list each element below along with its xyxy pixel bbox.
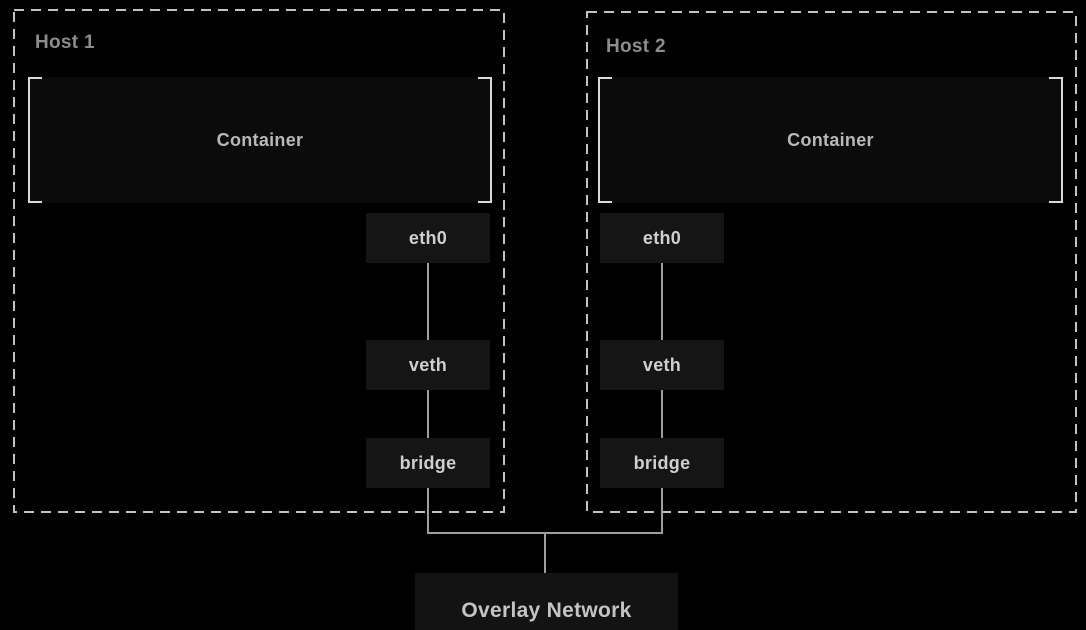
- host1-container-bracket-left: [28, 77, 42, 203]
- host2-frame: [586, 11, 1077, 513]
- overlay-network-box: Overlay Network: [415, 573, 678, 630]
- host2-node-veth: veth: [600, 340, 724, 390]
- host1-node-veth: veth: [366, 340, 490, 390]
- host1-frame: [13, 9, 505, 513]
- host1-container-label: Container: [216, 129, 304, 150]
- host1-container-bracket-right: [478, 77, 492, 203]
- host2-node-eth0: eth0: [600, 213, 724, 263]
- host1-node-bridge: bridge: [366, 438, 490, 488]
- host1-container-box: Container: [28, 77, 492, 203]
- overlay-network-label: Overlay Network: [461, 598, 632, 622]
- host2-node-bridge: bridge: [600, 438, 724, 488]
- host2-container-box: Container: [598, 77, 1063, 203]
- host2-label: Host 2: [606, 36, 666, 57]
- host2-container-bracket-left: [598, 77, 612, 203]
- host2-container-bracket-right: [1049, 77, 1063, 203]
- host1-label: Host 1: [35, 32, 95, 53]
- host1-node-eth0: eth0: [366, 213, 490, 263]
- host2-container-label: Container: [787, 129, 874, 150]
